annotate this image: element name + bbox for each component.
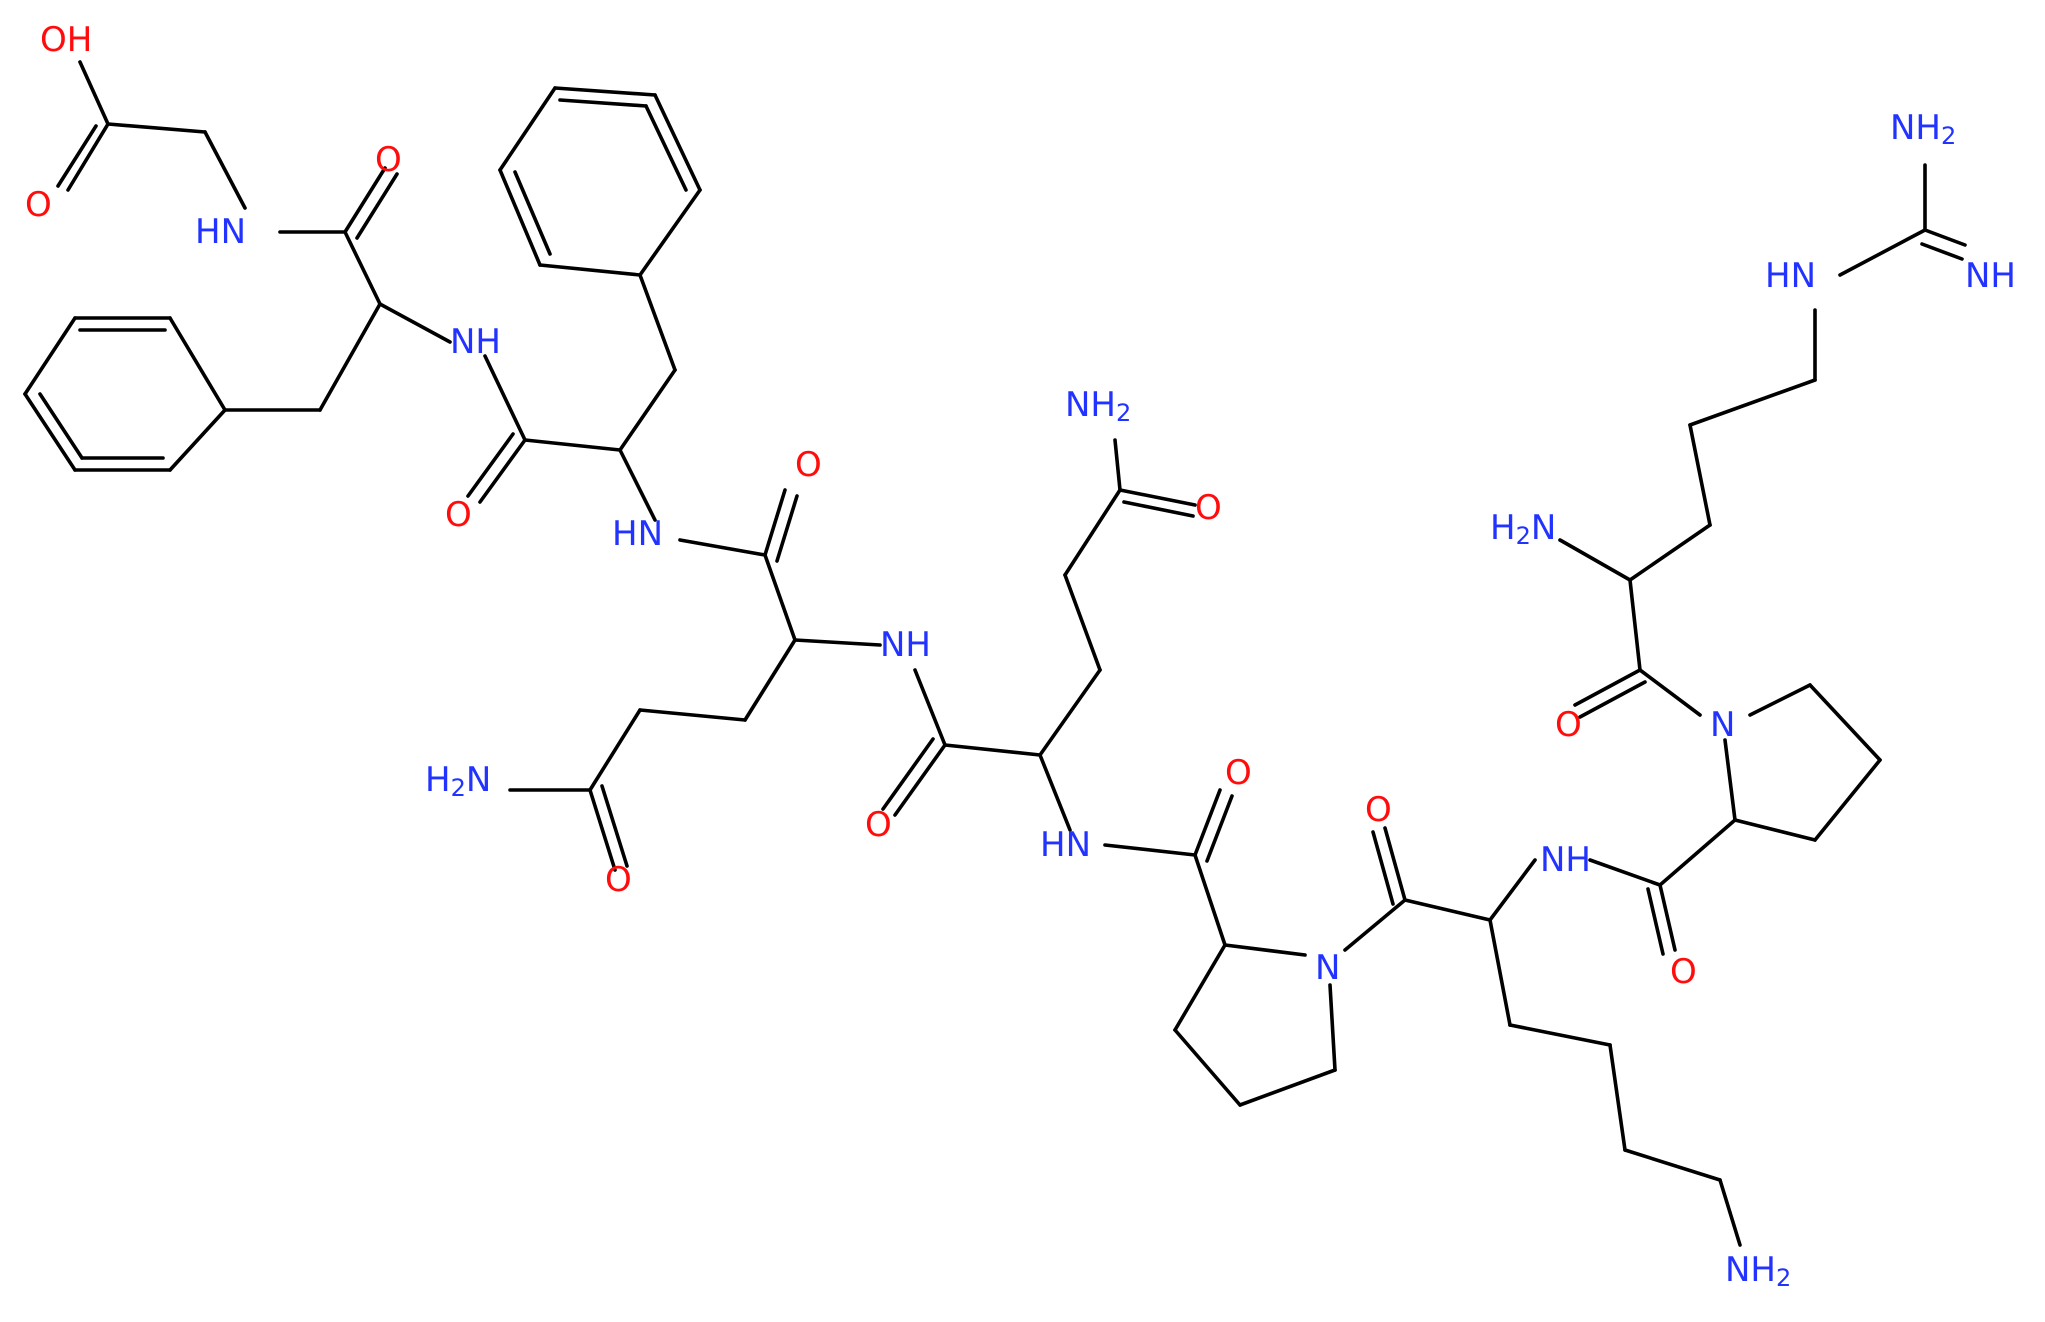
atom-symbol: OH	[40, 20, 92, 60]
atom-label-oxygen: O	[865, 805, 892, 845]
atom-label-amide-nitrogen: HN	[195, 212, 246, 252]
atom-label-carboxyl-oxygen: O	[25, 185, 52, 225]
atom-symbol-base: NH	[1725, 1250, 1776, 1290]
atom-symbol: HN	[195, 212, 246, 252]
atom-label-oxygen: O	[795, 445, 822, 485]
atom-symbol-base: NH	[1890, 108, 1941, 148]
atom-label-hydroxyl: OH	[40, 20, 92, 60]
atom-symbol: NH	[1540, 840, 1591, 880]
atom-label-oxygen: O	[445, 495, 472, 535]
atom-symbol: NH	[1965, 256, 2016, 296]
atom-label-ring-nitrogen: N	[1315, 948, 1340, 988]
atom-symbol: NH	[880, 625, 931, 665]
atom-label-amide-nitrogen: HN	[612, 514, 663, 554]
atom-label-amino-group: NH2	[1890, 108, 1956, 150]
atom-label-oxygen: O	[1365, 790, 1392, 830]
atom-symbol: O	[605, 860, 632, 900]
atom-label-oxygen: O	[1225, 753, 1252, 793]
atom-label-amide-nitrogen: NH	[1540, 840, 1591, 880]
atom-label-amide-nitrogen: NH	[450, 322, 501, 362]
atom-label-oxygen: O	[375, 140, 402, 180]
atom-label-amino-group: H2N	[425, 760, 491, 802]
atom-symbol: O	[1195, 488, 1222, 528]
atom-symbol: O	[1365, 790, 1392, 830]
atom-symbol-base: NH	[1065, 385, 1116, 425]
atom-label-oxygen: O	[605, 860, 632, 900]
atom-label-ring-nitrogen: N	[1710, 705, 1735, 745]
atom-symbol: HN	[612, 514, 663, 554]
atom-label-amino-group: NH2	[1725, 1250, 1791, 1292]
atom-subscript: 2	[451, 774, 466, 802]
atom-label-amino-group: NH2	[1065, 385, 1131, 427]
atom-symbol: O	[795, 445, 822, 485]
atom-symbol: O	[375, 140, 402, 180]
atom-symbol-rest: N	[466, 760, 491, 800]
atom-symbol-base: H	[425, 760, 451, 800]
atom-label-imine-nitrogen: NH	[1965, 256, 2016, 296]
atom-symbol: N	[1315, 948, 1340, 988]
atom-symbol: HN	[1765, 256, 1816, 296]
atom-symbol: O	[25, 185, 52, 225]
atom-symbol-rest: N	[1531, 508, 1556, 548]
atom-label-amide-nitrogen: HN	[1040, 825, 1091, 865]
atom-symbol: O	[445, 495, 472, 535]
atom-label-oxygen: O	[1195, 488, 1222, 528]
atom-symbol: O	[1225, 753, 1252, 793]
atom-label-amine-nitrogen: HN	[1765, 256, 1816, 296]
atom-symbol: NH	[450, 322, 501, 362]
atom-symbol: N	[1710, 705, 1735, 745]
atom-subscript: 2	[1776, 1264, 1791, 1292]
atom-symbol: O	[865, 805, 892, 845]
atom-symbol: HN	[1040, 825, 1091, 865]
atom-label-amino-group: H2N	[1490, 508, 1556, 550]
atom-subscript: 2	[1941, 122, 1956, 150]
atom-label-oxygen: O	[1670, 952, 1697, 992]
bond-lines	[23, 60, 1967, 1247]
atom-symbol: O	[1555, 705, 1582, 745]
atom-labels: OH O O HN NH O HN O NH NH2 O H2N O O O H…	[25, 20, 2016, 1292]
atom-subscript: 2	[1116, 399, 1131, 427]
atom-label-oxygen: O	[1555, 705, 1582, 745]
atom-label-amide-nitrogen: NH	[880, 625, 931, 665]
atom-subscript: 2	[1516, 522, 1531, 550]
atom-symbol-base: H	[1490, 508, 1516, 548]
atom-symbol: O	[1670, 952, 1697, 992]
